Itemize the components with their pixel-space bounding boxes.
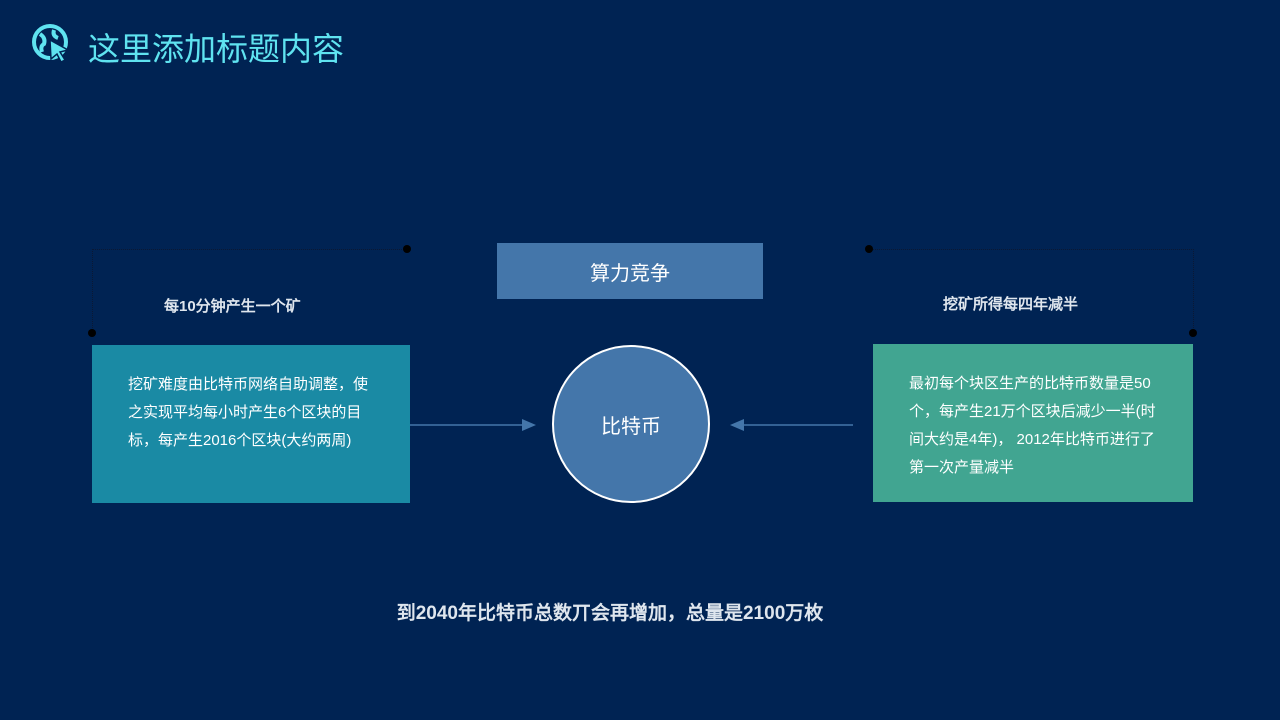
- right-text-box: 最初每个块区生产的比特币数量是50个，每产生21万个区块后减少一半(时间大约是4…: [873, 344, 1193, 502]
- top-label-box: 算力竞争: [497, 243, 763, 299]
- right-frame: [869, 249, 1194, 334]
- connector-dot: [865, 245, 873, 253]
- globe-cursor-icon: [32, 24, 71, 64]
- center-circle: 比特币: [552, 345, 710, 503]
- right-subtitle: 挖矿所得每四年减半: [943, 296, 1079, 313]
- connector-dot: [403, 245, 411, 253]
- connector-dot: [1189, 329, 1197, 337]
- connector-dot: [88, 329, 96, 337]
- footer-statement: 到2040年比特币总数丌会再增加，总量是2100万枚: [396, 603, 824, 624]
- page-title: 这里添加标题内容: [88, 31, 345, 67]
- left-subtitle: 每10分钟产生一个矿: [164, 298, 301, 315]
- arrow-left-to-center: [410, 419, 536, 431]
- left-text-box: 挖矿难度由比特币网络自助调整，使之实现平均每小时产生6个区块的目标，每产生201…: [92, 345, 410, 503]
- left-frame: [92, 249, 408, 334]
- arrow-right-to-center: [730, 419, 853, 431]
